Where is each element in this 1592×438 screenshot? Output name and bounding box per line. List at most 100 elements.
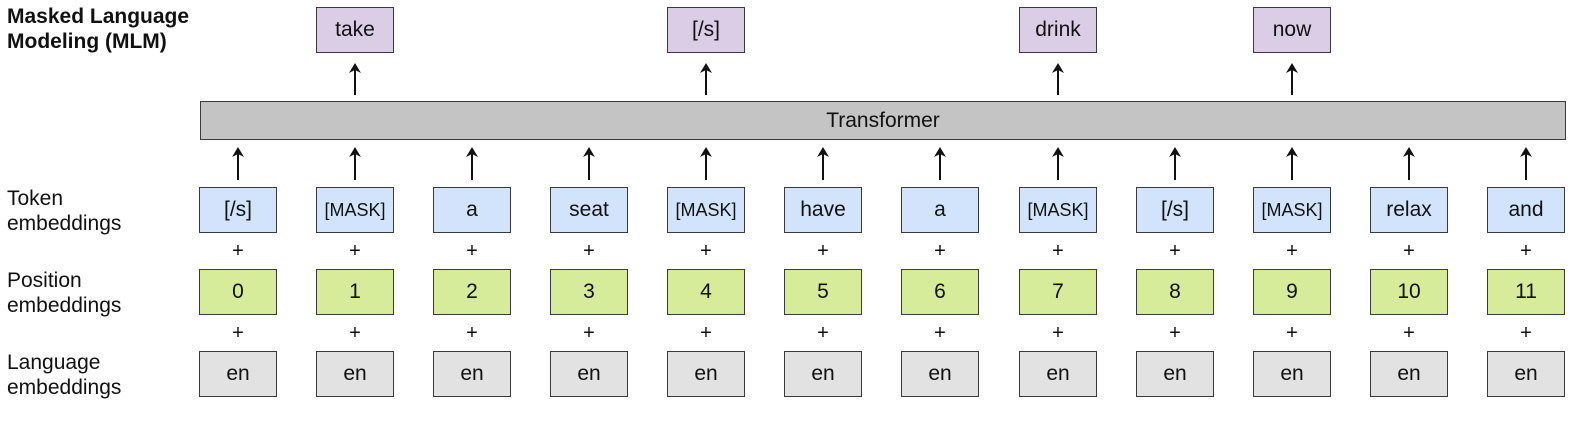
token-position-plus-sign: + [1520, 240, 1532, 262]
language-box: en [667, 351, 745, 397]
token-box-text: seat [569, 198, 609, 221]
token-box-text: [MASK] [324, 199, 386, 220]
position-language-plus-sign: + [817, 322, 829, 344]
token-position-plus-sign: + [934, 240, 946, 262]
position-box-text: 3 [583, 280, 595, 303]
position-box: 0 [199, 269, 277, 315]
token-box-text: [/s] [1160, 198, 1189, 221]
token-position-plus-sign: + [232, 240, 244, 262]
input-arrow [1520, 147, 1532, 180]
token-box: relax [1370, 187, 1448, 233]
predicted-token-box: now [1253, 7, 1331, 53]
position-box-text: 6 [934, 280, 946, 303]
position-language-plus-sign: + [1520, 322, 1532, 344]
position-box: 5 [784, 269, 862, 315]
position-box: 3 [550, 269, 628, 315]
position-box: 2 [433, 269, 511, 315]
token-box: [MASK] [667, 187, 745, 233]
token-box-text: a [934, 198, 946, 221]
position-box: 1 [316, 269, 394, 315]
position-language-plus-sign: + [1403, 322, 1415, 344]
token-position-plus-sign: + [1286, 240, 1298, 262]
language-box: en [1370, 351, 1448, 397]
predicted-token-box: [/s] [667, 7, 745, 53]
position-language-plus-sign: + [466, 322, 478, 344]
token-position-plus-sign: + [1403, 240, 1415, 262]
position-box-text: 7 [1052, 280, 1064, 303]
predicted-token-box-text: take [335, 18, 375, 41]
token-box-text: a [466, 198, 478, 221]
token-box: [MASK] [1019, 187, 1097, 233]
language-box-text: en [1397, 362, 1421, 385]
language-box-text: en [460, 362, 484, 385]
position-box: 9 [1253, 269, 1331, 315]
token-embeddings-label: Token embeddings [7, 187, 122, 235]
position-box-text: 11 [1515, 280, 1537, 303]
token-box-text: relax [1386, 198, 1432, 221]
input-arrow [934, 147, 946, 180]
position-box: 11 [1487, 269, 1565, 315]
predicted-token-box-text: drink [1035, 18, 1081, 41]
position-box-text: 10 [1397, 280, 1421, 303]
position-language-plus-sign: + [934, 322, 946, 344]
language-box: en [1136, 351, 1214, 397]
position-language-plus-sign: + [232, 322, 244, 344]
output-arrow [1286, 63, 1298, 95]
language-box: en [1487, 351, 1565, 397]
position-language-plus-sign: + [700, 322, 712, 344]
input-arrow [583, 147, 595, 180]
language-box-text: en [811, 362, 835, 385]
language-box: en [316, 351, 394, 397]
position-language-plus-sign: + [1169, 322, 1181, 344]
position-language-plus-sign: + [583, 322, 595, 344]
position-box-text: 0 [232, 280, 244, 303]
output-arrow [349, 63, 361, 95]
position-language-plus-sign: + [1286, 322, 1298, 344]
language-box: en [433, 351, 511, 397]
language-box: en [901, 351, 979, 397]
position-box-text: 5 [817, 280, 829, 303]
predicted-token-box: drink [1019, 7, 1097, 53]
language-box-text: en [343, 362, 367, 385]
token-box-text: [MASK] [1261, 199, 1323, 220]
output-arrow [700, 63, 712, 95]
position-box-text: 2 [466, 280, 478, 303]
input-arrow [817, 147, 829, 180]
token-box: a [433, 187, 511, 233]
input-arrow [1052, 147, 1064, 180]
position-language-plus-sign: + [349, 322, 361, 344]
transformer-label: Transformer [826, 108, 940, 132]
token-box-text: have [800, 198, 846, 221]
language-box-text: en [226, 362, 250, 385]
transformer-block: Transformer [200, 101, 1566, 140]
language-box-text: en [1163, 362, 1187, 385]
language-box-text: en [928, 362, 952, 385]
token-box-text: [MASK] [1027, 199, 1089, 220]
position-box-text: 9 [1286, 280, 1298, 303]
input-arrow [1403, 147, 1415, 180]
token-box: [MASK] [1253, 187, 1331, 233]
language-box-text: en [577, 362, 601, 385]
input-arrow [232, 147, 244, 180]
predicted-token-box-text: [/s] [691, 18, 720, 41]
language-box-text: en [1280, 362, 1304, 385]
position-box: 7 [1019, 269, 1097, 315]
position-language-plus-sign: + [1052, 322, 1064, 344]
language-box-text: en [1046, 362, 1070, 385]
input-arrow [700, 147, 712, 180]
language-box: en [550, 351, 628, 397]
input-arrow [466, 147, 478, 180]
predicted-token-box: take [316, 7, 394, 53]
input-arrow [349, 147, 361, 180]
token-box: a [901, 187, 979, 233]
language-box: en [1019, 351, 1097, 397]
position-box-text: 4 [700, 280, 712, 303]
token-position-plus-sign: + [700, 240, 712, 262]
token-box: [/s] [1136, 187, 1214, 233]
output-arrow [1052, 63, 1064, 95]
language-box-text: en [1514, 362, 1538, 385]
token-box-text: and [1508, 198, 1544, 221]
position-box: 10 [1370, 269, 1448, 315]
position-embeddings-label: Position embeddings [7, 269, 122, 317]
